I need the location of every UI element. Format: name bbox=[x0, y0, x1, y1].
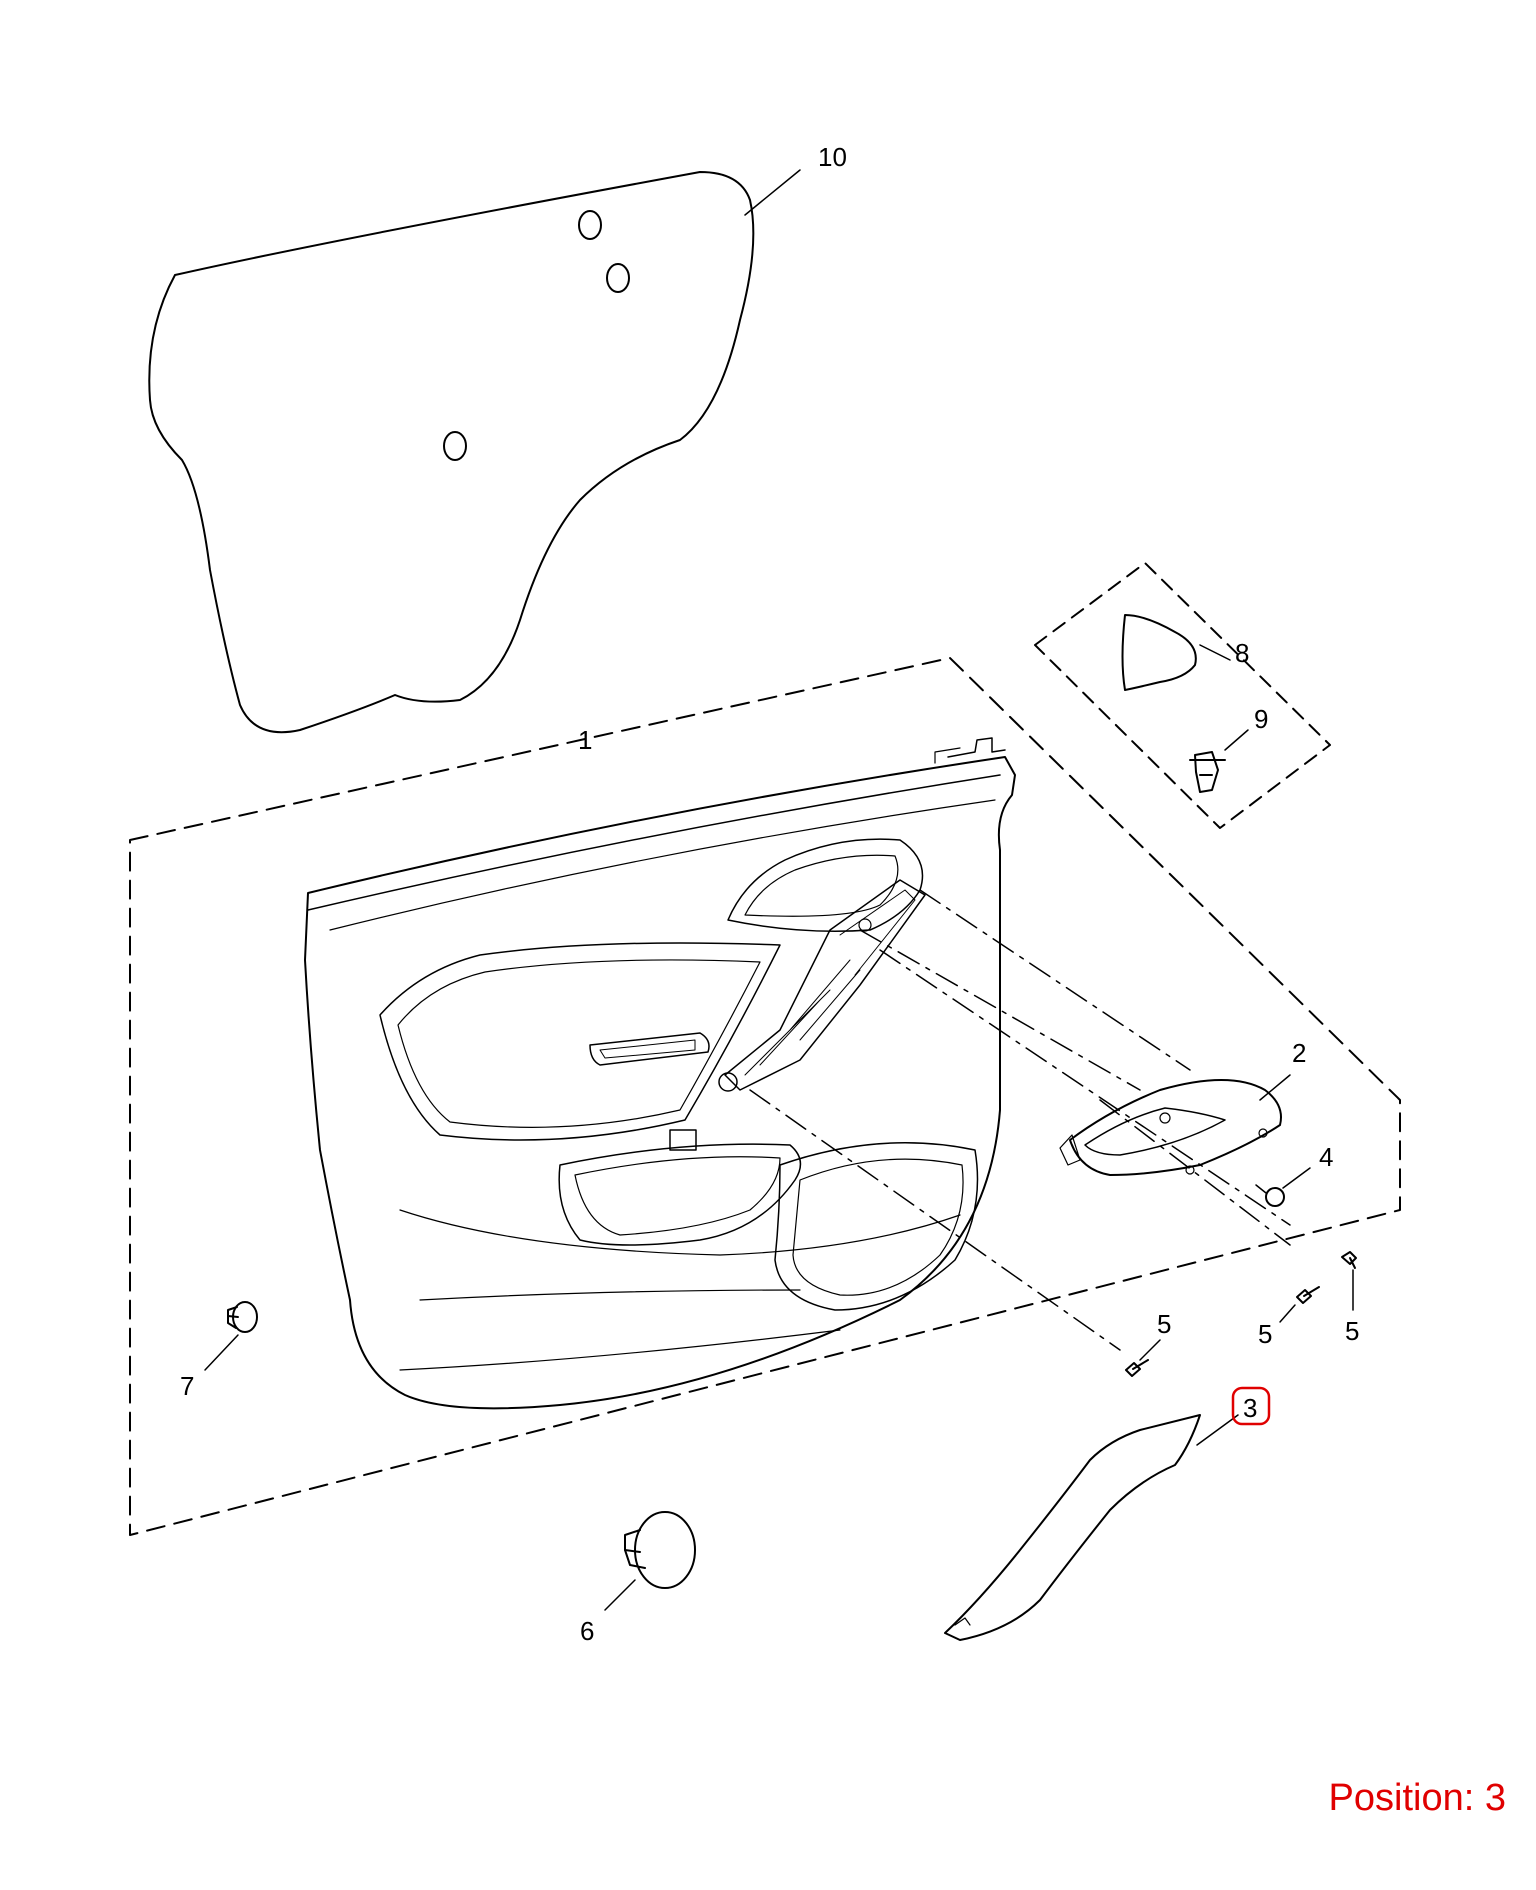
part-10-insulation-panel[interactable] bbox=[148, 171, 755, 734]
leader-5a bbox=[1139, 1339, 1161, 1361]
parts-8-9-group-boundary bbox=[1034, 562, 1331, 829]
callout-2: 2 bbox=[1292, 1038, 1306, 1068]
part-9-push-clip[interactable] bbox=[1189, 751, 1226, 793]
part-5-screw[interactable] bbox=[1296, 1286, 1320, 1304]
callout-1: 1 bbox=[578, 725, 592, 755]
callout-10: 10 bbox=[818, 142, 847, 172]
callout-3: 3 bbox=[1243, 1393, 1257, 1423]
callout-5b: 5 bbox=[1258, 1319, 1272, 1349]
position-label: Position: 3 bbox=[1328, 1777, 1506, 1819]
position-highlight-box bbox=[1231, 1386, 1271, 1426]
leader-4 bbox=[1282, 1167, 1311, 1189]
callout-4: 4 bbox=[1319, 1142, 1333, 1172]
assembly-lines bbox=[749, 889, 1291, 1351]
leader-9 bbox=[1224, 729, 1249, 751]
callout-7: 7 bbox=[180, 1371, 194, 1401]
part-8-trim-cover[interactable] bbox=[1121, 614, 1197, 691]
panel-hole bbox=[578, 210, 602, 240]
part-1-group-boundary bbox=[129, 657, 1401, 1536]
panel-hole bbox=[606, 263, 630, 293]
part-3-trim-strip[interactable] bbox=[944, 1414, 1201, 1641]
part-4-cap[interactable] bbox=[1255, 1184, 1285, 1207]
part-5-screw[interactable] bbox=[1341, 1251, 1357, 1269]
part-2-armrest-bracket[interactable] bbox=[1059, 1079, 1282, 1176]
leader-3 bbox=[1196, 1414, 1239, 1446]
part-1-door-trim-panel[interactable] bbox=[304, 737, 1016, 1410]
callout-8: 8 bbox=[1235, 638, 1249, 668]
leader-6 bbox=[604, 1579, 636, 1611]
part-5-screw[interactable] bbox=[1125, 1359, 1149, 1377]
callout-9: 9 bbox=[1254, 704, 1268, 734]
callout-labels: 10 1 2 3 4 5 5 5 6 7 8 9 bbox=[180, 142, 1359, 1646]
leader-8 bbox=[1199, 644, 1231, 661]
leader-5b bbox=[1279, 1304, 1296, 1323]
panel-hole bbox=[443, 431, 467, 461]
leader-10 bbox=[744, 169, 801, 216]
leader-2 bbox=[1259, 1074, 1291, 1101]
part-7-clip[interactable] bbox=[227, 1301, 258, 1333]
callout-6: 6 bbox=[580, 1616, 594, 1646]
callout-5c: 5 bbox=[1345, 1316, 1359, 1346]
callout-5a: 5 bbox=[1157, 1309, 1171, 1339]
leader-7 bbox=[204, 1334, 239, 1371]
part-6-grommet[interactable] bbox=[624, 1511, 696, 1589]
